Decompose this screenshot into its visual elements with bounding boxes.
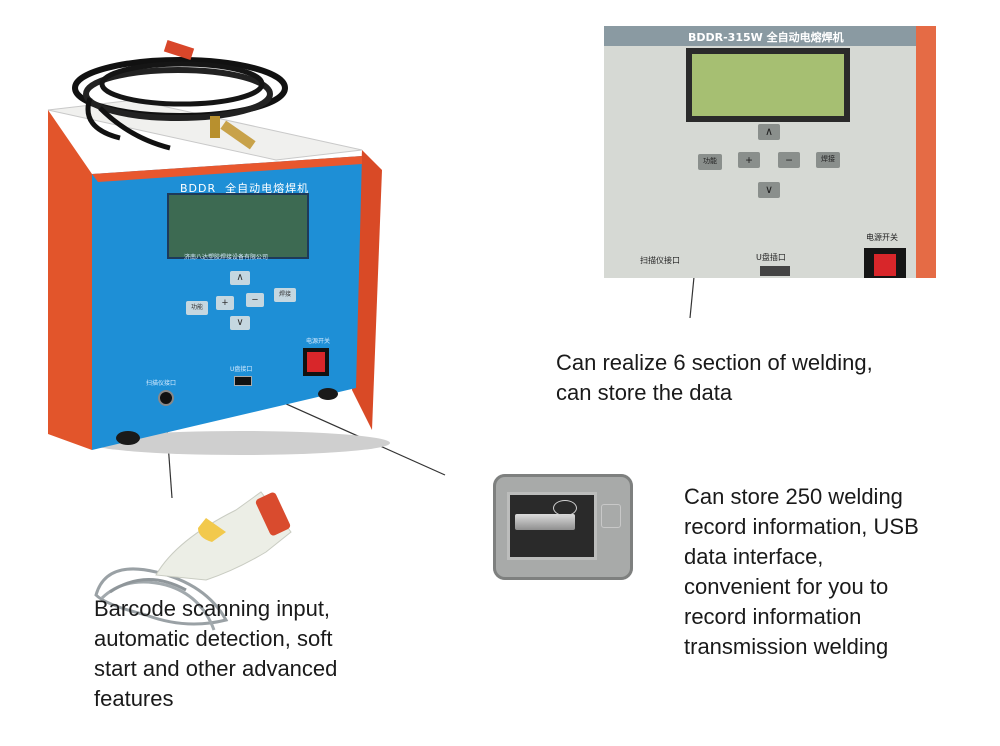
machine-brand-label: BDDR 全自动电熔焊机: [180, 182, 310, 195]
scanner-port[interactable]: [158, 390, 174, 406]
key-plus-button[interactable]: +: [216, 296, 234, 310]
key-up-button[interactable]: ∧: [230, 271, 250, 285]
power-switch-rocker: [307, 352, 325, 372]
closeup-usb-port[interactable]: [760, 266, 790, 276]
closeup-key-weld-button[interactable]: 焊接: [816, 152, 840, 168]
usb-drive-icon: [515, 514, 575, 530]
closeup-key-func-label: 功能: [703, 158, 717, 165]
power-switch-label: 电源开关: [306, 338, 331, 345]
closeup-key-down-label: ∨: [764, 184, 774, 196]
key-func-label: 功能: [190, 305, 203, 311]
machine-company-label: 济南八达塑胶焊接设备有限公司: [184, 254, 269, 261]
key-func-button[interactable]: 功能: [186, 301, 208, 315]
usb-keyring-icon: [553, 500, 577, 516]
closeup-power-switch-label: 电源开关: [866, 233, 898, 242]
closeup-key-plus-button[interactable]: +: [738, 152, 760, 168]
usb-port[interactable]: [234, 376, 252, 386]
closeup-key-up-label: ∧: [764, 126, 774, 138]
closeup-panel-photo: BDDR-315W 全自动电熔焊机 ∧ 功能 + − 焊接 ∨ 扫描仪接口 U盘…: [604, 26, 936, 278]
key-up-label: ∧: [236, 272, 244, 283]
closeup-key-down-button[interactable]: ∨: [758, 182, 780, 198]
usb-tin-logo: [601, 504, 621, 528]
caption-barcode: Barcode scanning input, automatic detect…: [94, 596, 338, 711]
cable-coil-icon: [72, 39, 288, 151]
key-minus-label: −: [251, 294, 259, 306]
closeup-lcd-screen: [686, 48, 850, 122]
closeup-key-minus-label: −: [785, 153, 793, 167]
closeup-power-switch[interactable]: [864, 248, 906, 278]
closeup-power-switch-rocker: [874, 254, 896, 276]
closeup-top-band: [604, 26, 936, 46]
closeup-key-plus-label: +: [745, 153, 753, 167]
closeup-key-func-button[interactable]: 功能: [698, 154, 722, 170]
closeup-key-minus-button[interactable]: −: [778, 152, 800, 168]
closeup-right-edge: [916, 26, 936, 278]
closeup-scanner-port-label: 扫描仪接口: [640, 256, 680, 265]
closeup-title: BDDR-315W 全自动电熔焊机: [688, 31, 844, 44]
caption-usb-storage: Can store 250 welding record information…: [684, 484, 919, 659]
barcode-scanner-icon: [94, 491, 292, 631]
key-plus-label: +: [221, 297, 229, 309]
key-minus-button[interactable]: −: [246, 293, 264, 307]
usb-drive-tin-photo: [493, 474, 633, 580]
welding-machine: BDDR 全自动电熔焊机 济南八达塑胶焊接设备有限公司 ∧ 功能 + − 焊接 …: [40, 38, 400, 458]
usb-port-label: U盘接口: [230, 366, 253, 373]
scanner-port-label: 扫描仪接口: [146, 380, 177, 387]
key-down-button[interactable]: ∨: [230, 316, 250, 330]
key-weld-button[interactable]: 焊接: [274, 288, 296, 302]
closeup-lcd-display: [692, 54, 844, 116]
key-down-label: ∨: [236, 317, 244, 328]
caption-section-welding: Can realize 6 section of welding, can st…: [556, 350, 873, 405]
power-switch[interactable]: [303, 348, 329, 376]
machine-lcd-screen: [167, 193, 309, 259]
closeup-key-up-button[interactable]: ∧: [758, 124, 780, 140]
key-weld-label: 焊接: [278, 292, 291, 298]
closeup-usb-port-label: U盘插口: [756, 253, 786, 262]
closeup-key-weld-label: 焊接: [821, 156, 835, 163]
